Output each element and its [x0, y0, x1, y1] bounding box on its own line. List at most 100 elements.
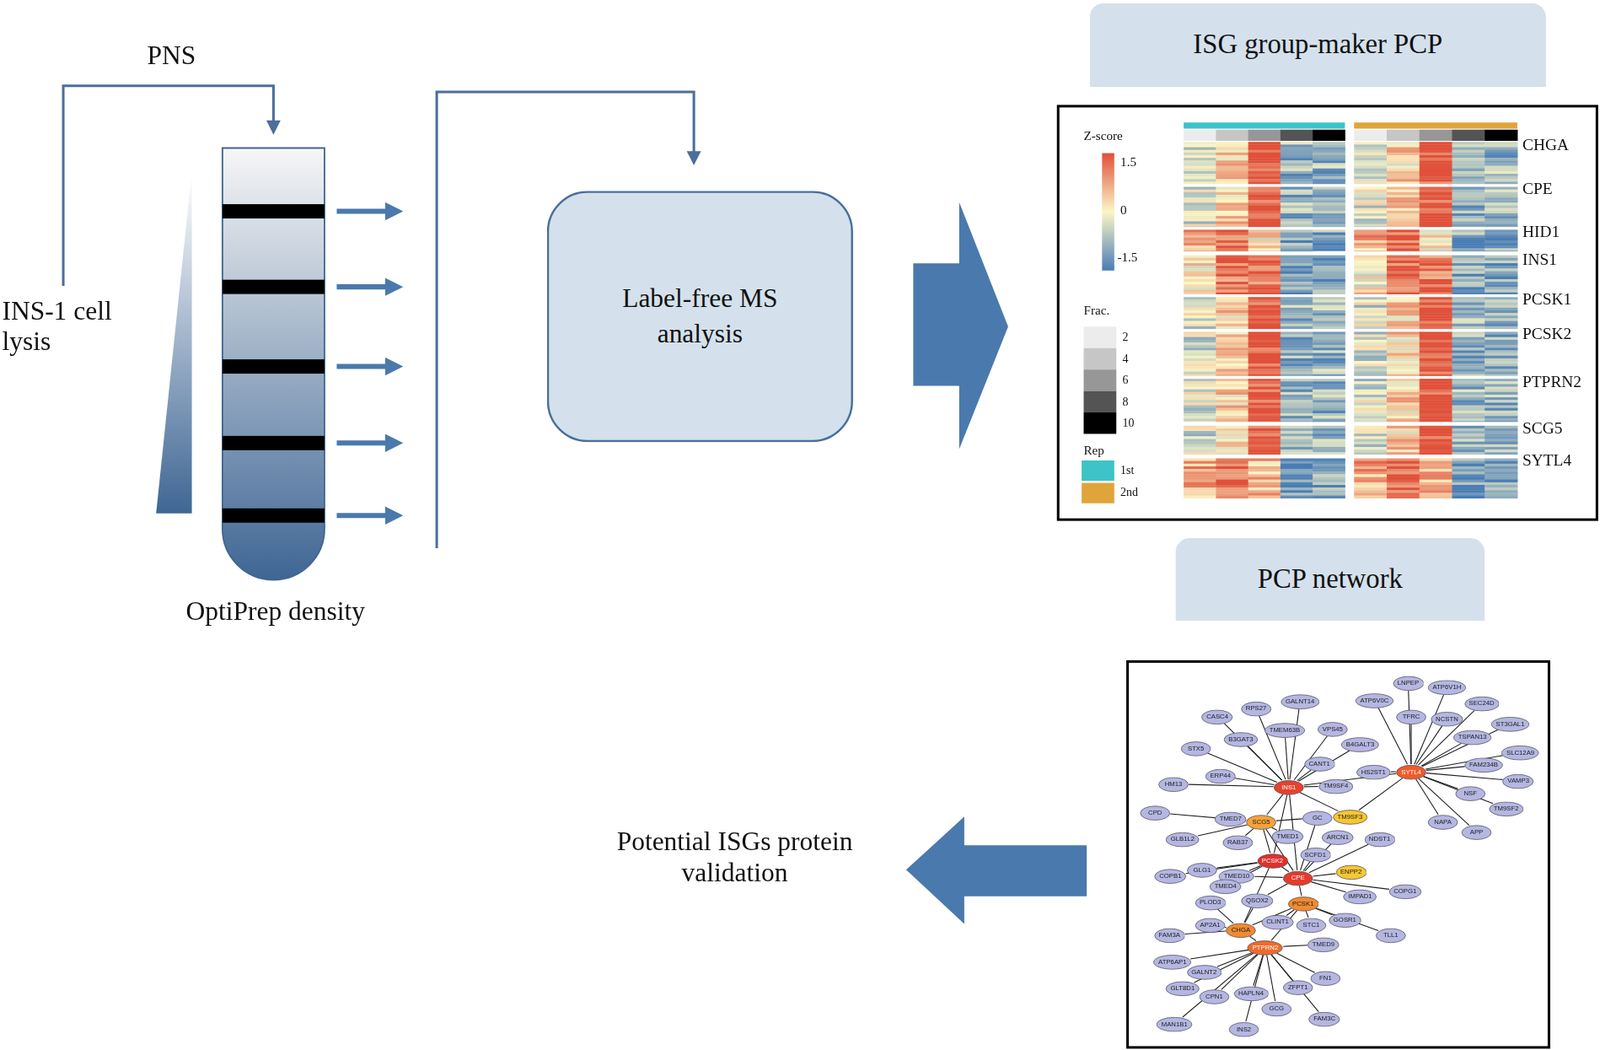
node-text: NDST1 — [1369, 835, 1391, 843]
network-node: FAM234B — [1464, 757, 1504, 773]
heatmap-cell — [1183, 408, 1217, 412]
heatmap-cell — [1451, 463, 1485, 468]
heatmap-cell — [1248, 433, 1282, 437]
heatmap-cell — [1248, 360, 1282, 365]
heatmap-cell — [1419, 157, 1453, 162]
network-edge — [1299, 885, 1302, 896]
heatmap-cell — [1183, 181, 1217, 184]
heatmap-cell — [1353, 386, 1387, 391]
heatmap-cell — [1183, 471, 1217, 475]
node-text: TMED7 — [1219, 815, 1242, 822]
heatmap-cell — [1215, 286, 1249, 290]
heatmap-cell — [1386, 317, 1420, 322]
heatmap-cell — [1419, 296, 1453, 301]
node-ellipse — [1256, 853, 1288, 868]
heatmap-cell — [1386, 240, 1420, 244]
heatmap-cell — [1248, 420, 1282, 423]
heatmap-cell — [1451, 215, 1485, 220]
heatmap-cell — [1215, 213, 1249, 217]
heatmap-cell — [1248, 225, 1282, 228]
heatmap-cell — [1353, 374, 1387, 376]
heatmap-cell — [1248, 194, 1282, 199]
heatmap-cell — [1183, 347, 1217, 351]
heatmap-cell — [1183, 292, 1217, 295]
heatmap-cell — [1484, 363, 1518, 367]
heatmap-cell — [1451, 425, 1485, 430]
heatmap-cell — [1248, 317, 1282, 322]
heatmap-cell — [1484, 307, 1518, 312]
heatmap-cell — [1248, 473, 1282, 478]
heatmap-cell — [1183, 296, 1217, 301]
heatmap-cell — [1353, 229, 1387, 233]
heatmap-cell — [1484, 279, 1518, 283]
heatmap-cell — [1353, 468, 1387, 473]
heatmap-cell — [1386, 402, 1420, 406]
node-text: Label-free MS analysis — [616, 281, 785, 351]
heatmap-cell — [1451, 205, 1485, 210]
heatmap-cell — [1386, 257, 1420, 262]
heatmap-cell — [1280, 173, 1314, 178]
heatmap-cell — [1280, 270, 1314, 274]
heatmap-cell — [1484, 446, 1518, 451]
heatmap-cell — [1280, 371, 1314, 376]
text-label: Rep — [1084, 442, 1105, 457]
heatmap-cell — [1451, 344, 1485, 349]
heatmap-cell — [1280, 471, 1314, 475]
heatmap-cell — [1353, 461, 1387, 465]
heatmap-cell — [1451, 402, 1485, 406]
text-label: SYTL4 — [1522, 451, 1572, 470]
heatmap-cell — [1386, 312, 1420, 317]
heatmap-cell — [1386, 492, 1420, 496]
heatmap-cell — [1215, 255, 1249, 259]
heatmap-cell — [1280, 265, 1314, 269]
heatmap-cell — [1419, 331, 1453, 335]
heatmap-cell — [1183, 202, 1217, 206]
heatmap-cell — [1312, 166, 1346, 170]
heatmap-cell — [1312, 468, 1346, 473]
heatmap-cell — [1215, 449, 1249, 453]
heatmap-cell — [1353, 368, 1387, 372]
network-node: RPS27 — [1240, 700, 1273, 716]
heatmap-cell — [1312, 425, 1346, 430]
heatmap-cell — [1386, 296, 1420, 301]
heatmap-cell — [1248, 457, 1282, 462]
heatmap-cell — [1312, 413, 1346, 417]
heatmap-cell — [1419, 425, 1453, 430]
heatmap-cell — [1312, 250, 1346, 253]
heatmap-cell — [1183, 381, 1217, 385]
heatmap-cell — [1183, 435, 1217, 440]
heatmap-cell — [1312, 187, 1346, 191]
heatmap-cell — [1312, 331, 1346, 335]
heatmap-cell — [1248, 399, 1282, 403]
heatmap-cell — [1451, 247, 1485, 252]
heatmap-cell — [1280, 378, 1314, 382]
network-edge — [1271, 826, 1277, 830]
heatmap-cell — [1183, 307, 1217, 312]
heatmap-cell — [1215, 471, 1249, 475]
heatmap-cell — [1484, 208, 1518, 212]
heatmap-cell — [1419, 441, 1453, 446]
heatmap-cell — [1215, 225, 1249, 228]
heatmap-cell — [1451, 281, 1485, 285]
heatmap-cell — [1312, 339, 1346, 344]
heatmap-cell — [1419, 378, 1453, 382]
heatmap-cell — [1215, 433, 1249, 437]
heatmap-cell — [1386, 315, 1420, 319]
heatmap-cell — [1280, 473, 1314, 478]
heatmap-cell — [1386, 418, 1420, 422]
heatmap-cell — [1451, 202, 1485, 206]
heatmap-cell — [1280, 334, 1314, 339]
heatmap-cell — [1451, 326, 1485, 329]
heatmap-cell — [1386, 487, 1420, 491]
heatmap-cell — [1386, 425, 1420, 430]
heatmap-cell — [1312, 155, 1346, 159]
heatmap-cell — [1280, 394, 1314, 398]
legend-swatch — [1084, 391, 1117, 413]
node-ellipse — [1165, 980, 1199, 995]
heatmap-cell — [1419, 307, 1453, 312]
node-ellipse — [1375, 927, 1406, 942]
heatmap-cell — [1484, 397, 1518, 401]
heatmap-cell — [1353, 296, 1387, 301]
heatmap-cell — [1353, 220, 1387, 225]
heatmap-cell — [1484, 389, 1518, 393]
